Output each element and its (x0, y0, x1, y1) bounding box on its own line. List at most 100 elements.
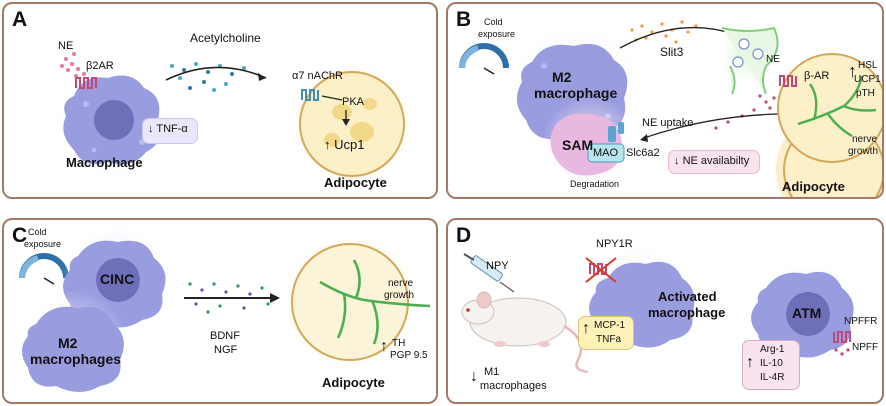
syringe-icon (463, 253, 515, 293)
npffr-receptor-icon (833, 331, 851, 343)
panel-c-label: C (12, 224, 28, 247)
adipocyte-cell-icon (282, 234, 418, 370)
ucp1-label: ↑ Ucp1 (324, 137, 365, 152)
ne-availability-text: NE availabilty (682, 155, 750, 167)
npff-label: NPFF (852, 342, 879, 353)
up-arrow-icon: ↑ (380, 338, 388, 355)
npy1r-blocked-receptor-icon (585, 257, 617, 283)
mcp1-label: MCP-1 (594, 320, 626, 331)
up-arrow-icon: ↑ (324, 137, 331, 152)
ne-availability-label: ↓ NE availabilty (674, 155, 749, 167)
m2-macrophages-cell-icon (20, 290, 128, 398)
adipocyte-label: Adipocyte (322, 375, 385, 390)
nerve-growth-line2: growth (848, 146, 879, 157)
m2-macrophage-line1: M2 (552, 69, 572, 85)
m1-macrophages-line2: macrophages (480, 380, 547, 392)
down-arrow-icon: ↓ (148, 123, 154, 135)
b2ar-receptor-icon (75, 77, 97, 89)
panel-d: D NPY NPY1R Activated macrophage ↑ MCP-1… (446, 218, 884, 404)
slit3-arrow (619, 26, 735, 49)
th-label: TH (392, 338, 406, 349)
degradation-label: Degradation (570, 179, 620, 189)
m1-macrophages-line1: M1 (484, 366, 500, 378)
nerve-growth-icon (797, 75, 877, 138)
arg1-label: Arg-1 (760, 344, 785, 355)
pth-label: pTH (856, 88, 875, 99)
b2ar-label: β2AR (86, 60, 114, 72)
nerve-terminal-icon (714, 20, 782, 95)
pgp-label: PGP 9.5 (390, 350, 428, 361)
adipocyte-label: Adipocyte (324, 175, 387, 190)
npffr-label: NPFFR (844, 316, 878, 327)
nerve-growth-line1: nerve (852, 134, 878, 145)
tnf-label: ↓ TNF-α (148, 123, 188, 135)
cold-exposure-line1: Cold (28, 227, 47, 237)
mouse-icon (461, 291, 589, 374)
b-ar-label: β-AR (804, 70, 830, 82)
npy1r-label: NPY1R (596, 238, 633, 250)
panel-b-label: B (456, 8, 472, 31)
cold-exposure-line2: exposure (24, 239, 62, 249)
acetylcholine-dots-icon (170, 62, 246, 92)
panel-a-label: A (12, 8, 28, 31)
slit3-dots-icon (630, 20, 698, 44)
cold-exposure-line1: Cold (484, 17, 503, 27)
sam-label: SAM (562, 137, 594, 153)
hsl-label: HSL (858, 60, 878, 71)
nerve-growth-line2: growth (384, 290, 415, 301)
panel-b-graphics (459, 20, 882, 197)
mcp1-tnfa-box (578, 316, 634, 350)
ucp1-text: Ucp1 (334, 137, 365, 152)
activated-macrophage-line2: macrophage (648, 305, 726, 320)
il10-label: IL-10 (760, 358, 783, 369)
slc6a2-label: Slc6a2 (626, 147, 660, 159)
up-arrow-icon: ↑ (582, 320, 590, 337)
adipocyte-cell-icon (290, 62, 414, 186)
panel-d-label: D (456, 224, 472, 247)
acetylcholine-label: Acetylcholine (190, 31, 261, 45)
slit3-label: Slit3 (660, 45, 684, 59)
ngf-label: NGF (214, 344, 238, 356)
m2-macrophages-line2: macrophages (30, 351, 122, 367)
cold-exposure-line2: exposure (478, 29, 516, 39)
macrophage-cell-icon (54, 64, 170, 180)
m2-macrophages-line1: M2 (58, 335, 78, 351)
adipocyte-label: Adipocyte (782, 179, 845, 194)
npy-label: NPY (486, 260, 509, 272)
thermometer-gauge-icon (459, 43, 509, 75)
il4r-label: IL-4R (760, 372, 785, 383)
panel-c-graphics (19, 222, 431, 398)
mao-label: MAO (593, 147, 619, 159)
ne-availability-box (668, 150, 760, 174)
b-ar-receptor-icon (779, 75, 797, 87)
tnfa-label: TNFa (596, 334, 621, 345)
arg1-il10-il4r-box (742, 340, 800, 390)
ne-label: NE (766, 54, 780, 65)
ne-molecules-icon (714, 94, 782, 130)
m2-macrophage-line2: macrophage (534, 85, 618, 101)
a7nachr-receptor-icon (301, 89, 319, 101)
npff-molecules-icon (834, 348, 850, 356)
macrophage-label: Macrophage (66, 155, 143, 170)
down-arrow-icon: ↓ (674, 155, 680, 167)
nerve-growth-icon (319, 259, 431, 345)
up-arrow-icon: ↑ (746, 354, 754, 371)
ne-uptake-label: NE uptake (642, 117, 694, 129)
panel-b: B Cold exposure M2 macrophage Slit3 NE β… (446, 2, 884, 199)
panel-a-graphics (54, 52, 414, 186)
pka-label: PKA (342, 96, 365, 108)
cinc-label: CINC (100, 271, 135, 287)
activated-macrophage-line1: Activated (658, 289, 717, 304)
ne-uptake-arrow (643, 113, 779, 139)
ne-label: NE (58, 40, 74, 52)
atm-label: ATM (792, 305, 822, 321)
tnf-text: TNF-α (156, 123, 188, 135)
panel-a: A NE β2AR Acetylcholine α7 nAChR PKA ↑ U… (2, 2, 438, 199)
slc6a2-transporter-icon (608, 122, 624, 142)
a7nachr-label: α7 nAChR (292, 70, 343, 82)
up-arrow-icon: ↑ (848, 61, 857, 81)
acetylcholine-arrow (165, 66, 267, 81)
thermometer-gauge-icon (19, 253, 69, 285)
bdnf-ngf-dots-icon (188, 282, 270, 314)
ne-molecules-icon (60, 52, 86, 78)
